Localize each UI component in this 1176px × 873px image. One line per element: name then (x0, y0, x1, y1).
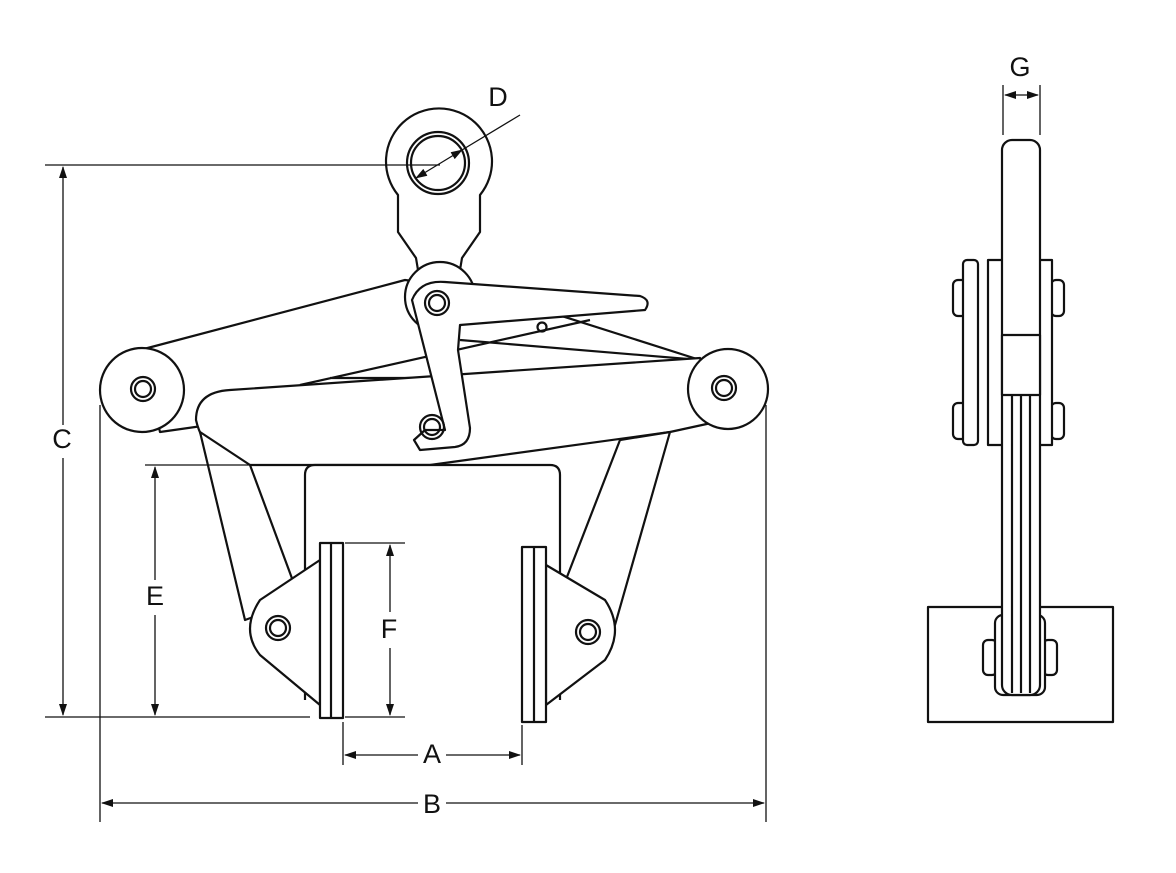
label-f: F (381, 614, 398, 644)
front-view (98, 107, 770, 724)
label-b: B (423, 789, 441, 819)
dimension-lines (45, 85, 1041, 822)
label-d: D (488, 82, 508, 112)
lever-handle (410, 280, 649, 452)
side-view (926, 138, 1115, 724)
label-c: C (52, 424, 72, 454)
jaw-frame (303, 463, 562, 700)
label-e: E (146, 581, 164, 611)
label-a: A (423, 739, 441, 769)
left-lug (98, 346, 186, 434)
label-g: G (1009, 52, 1030, 82)
right-lug (686, 347, 770, 431)
